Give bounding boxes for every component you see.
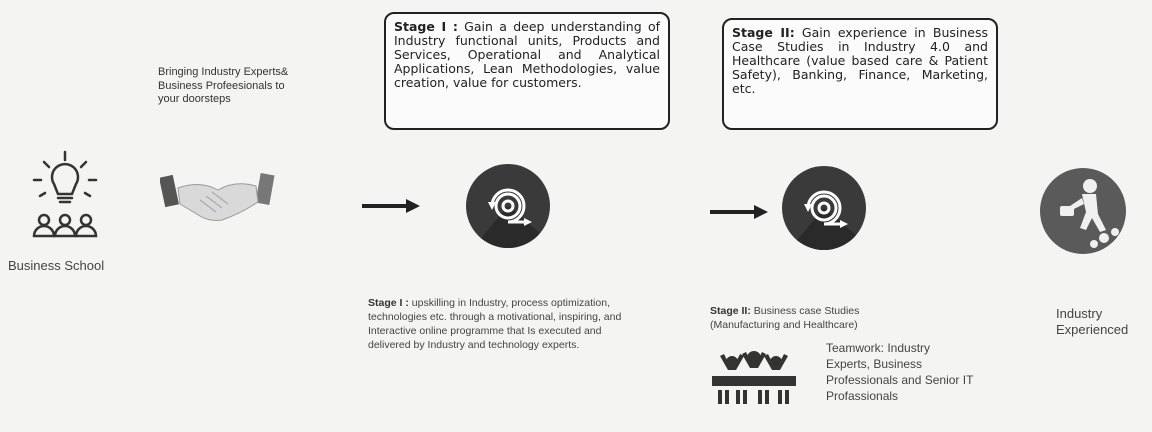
stage1-caption-text: upskilling in Industry, process optimiza… [368,297,622,351]
stage2-box-heading: Stage II: [732,25,795,40]
industry-experienced-label: Industry Experienced [1056,306,1129,337]
stage2-caption-heading: Stage II: [710,305,751,317]
teamwork-people-icon [712,351,796,404]
teamwork-text: Teamwork: Industry Experts, Business Pro… [826,341,974,403]
handshake-icon [160,173,275,221]
stage2-process-icon [782,166,866,250]
stage2-caption-text: Business case Studies (Manufacturing and… [710,305,860,331]
lightbulb-people-icon [32,150,98,238]
stage1-box-heading: Stage I : [394,19,458,34]
stage1-description-box: Stage I : Gain a deep understanding of I… [384,12,670,130]
stage2-box-text: Gain experience in Business Case Studies… [732,25,989,96]
business-school-tagline: Bringing Industry Experts& Business Prof… [158,66,289,105]
stage1-caption-heading: Stage I : [368,297,409,309]
arrow-right-icon [362,199,420,213]
arrow-right-icon [710,205,768,219]
stage2-caption: Stage II: Business case Studies (Manufac… [710,304,930,332]
stage1-box-text: Gain a deep understanding of Industry fu… [394,19,660,90]
stage1-caption: Stage I : upskilling in Industry, proces… [368,296,630,352]
stage1-process-icon [466,164,550,248]
business-school-label: Business School [8,258,105,273]
stage2-description-box: Stage II: Gain experience in Business Ca… [722,18,998,130]
business-person-climbing-icon [1040,168,1126,254]
